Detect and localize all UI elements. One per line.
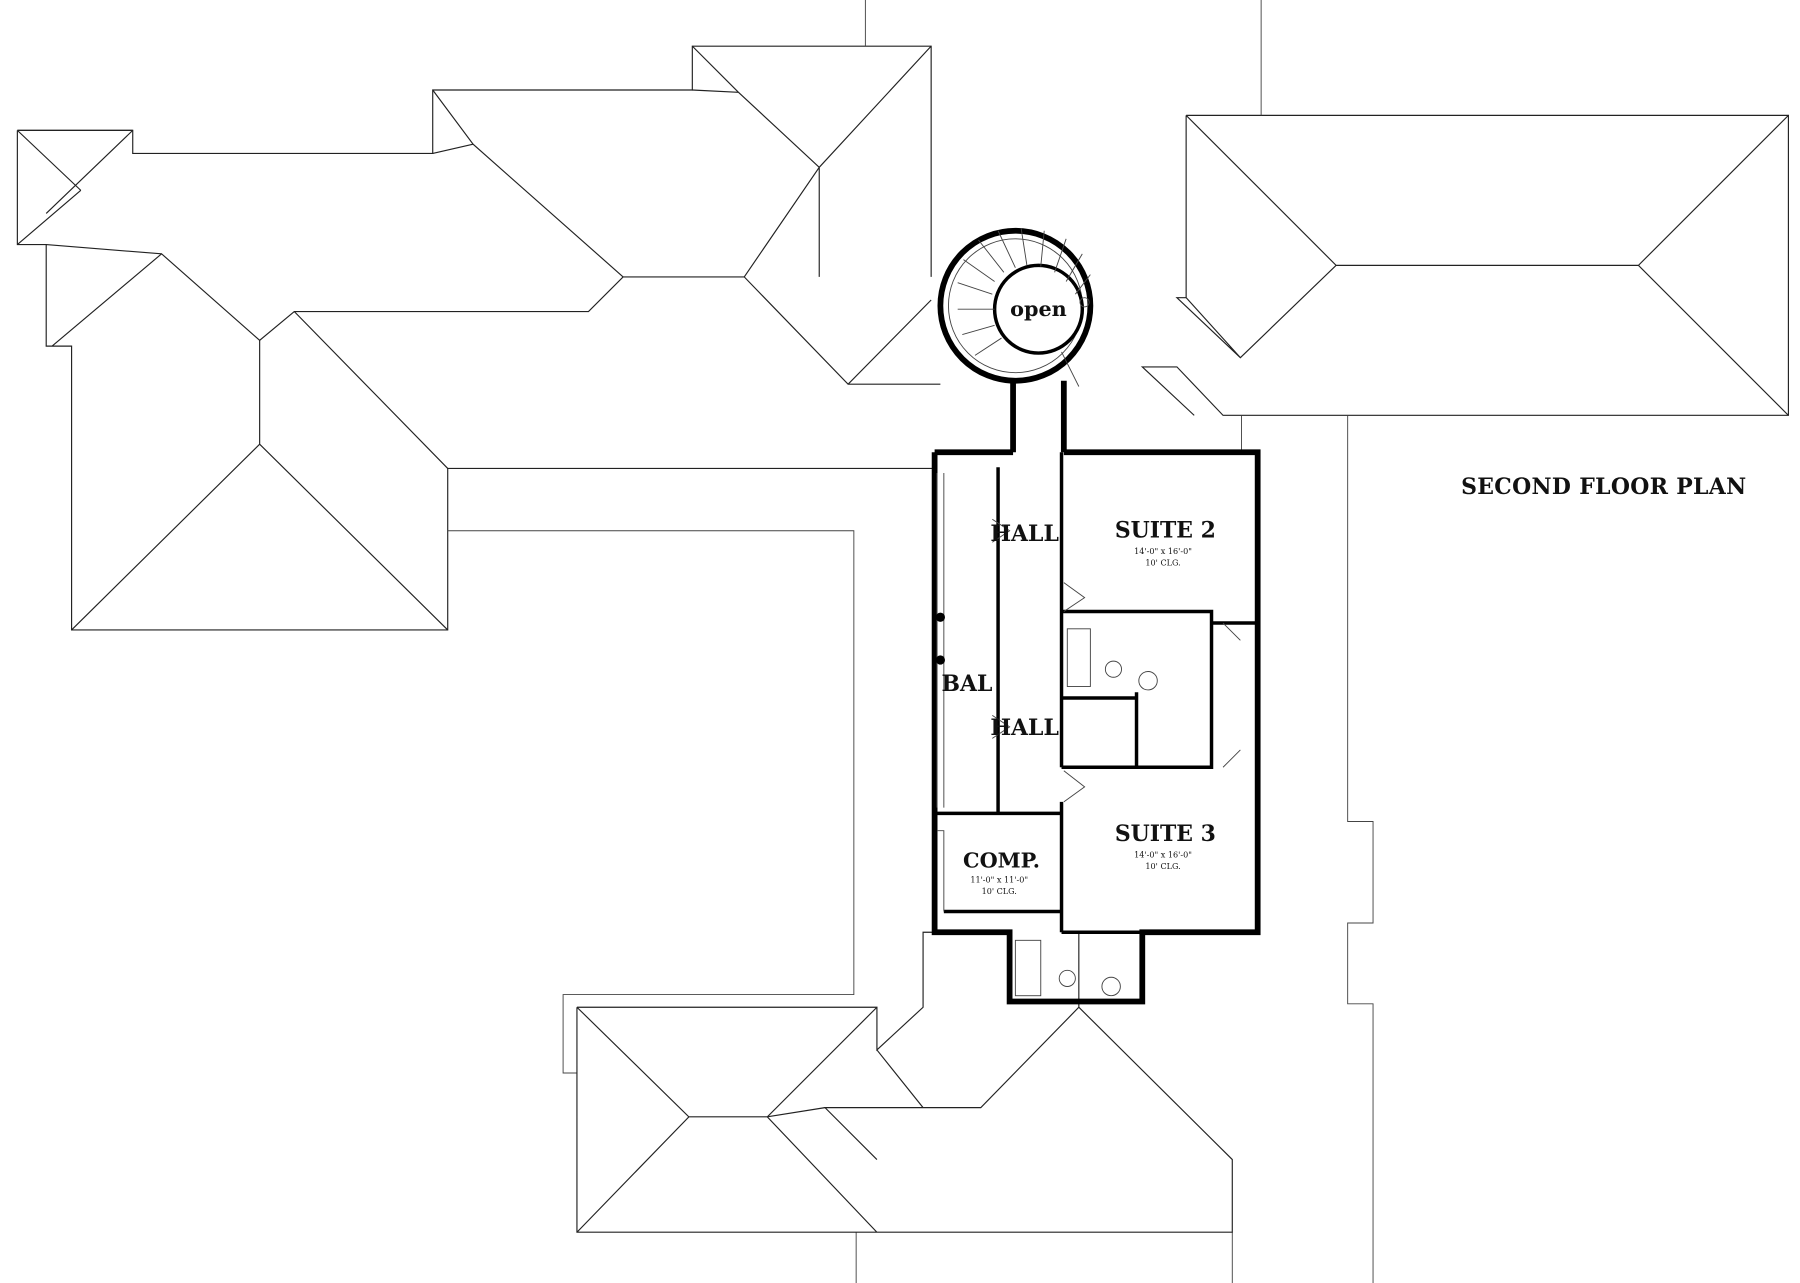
- walls: [931, 380, 1261, 1005]
- balcony-label: BAL: [941, 671, 992, 697]
- plan-title: SECOND FLOOR PLAN: [1461, 474, 1746, 500]
- suite2-label: SUITE 2: [1115, 518, 1216, 544]
- comp-label: COMP.: [963, 849, 1040, 873]
- hall-lower-label: HALL: [990, 715, 1059, 741]
- comp-ceiling: 10' CLG.: [982, 887, 1017, 896]
- suite2-ceiling: 10' CLG.: [1145, 558, 1180, 567]
- roof-outlines: [16, 0, 1789, 1283]
- suite3-size: 14'-0" x 16'-0": [1134, 850, 1192, 859]
- hall-upper-label: HALL: [990, 521, 1059, 547]
- suite3-ceiling: 10' CLG.: [1145, 862, 1180, 871]
- room-labels: open HALL HALL BAL SUITE 2 14'-0" x 16'-…: [941, 297, 1746, 896]
- suite3-label: SUITE 3: [1115, 821, 1216, 847]
- open-label: open: [1010, 297, 1067, 321]
- suite2-size: 14'-0" x 16'-0": [1134, 547, 1192, 556]
- comp-size: 11'-0" x 11'-0": [970, 876, 1028, 885]
